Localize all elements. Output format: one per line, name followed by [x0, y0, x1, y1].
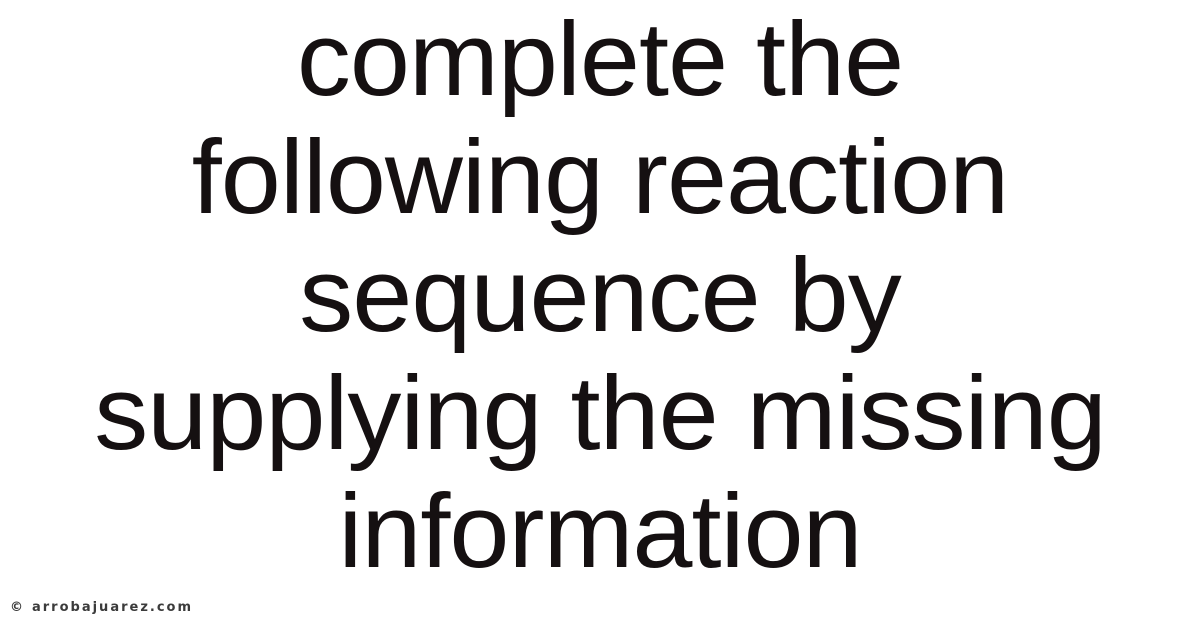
copyright-icon: © — [10, 600, 25, 615]
watermark: © arrobajuarez.com — [10, 600, 193, 615]
title-line-4: supplying the missing — [94, 354, 1107, 472]
title-line-5: information — [338, 472, 862, 590]
title-line-2: following reaction — [191, 118, 1009, 236]
title-line-3: sequence by — [299, 236, 901, 354]
page-title: complete the following reaction sequence… — [0, 2, 1200, 592]
title-line-1: complete the — [296, 0, 904, 118]
watermark-text: arrobajuarez.com — [32, 600, 194, 615]
